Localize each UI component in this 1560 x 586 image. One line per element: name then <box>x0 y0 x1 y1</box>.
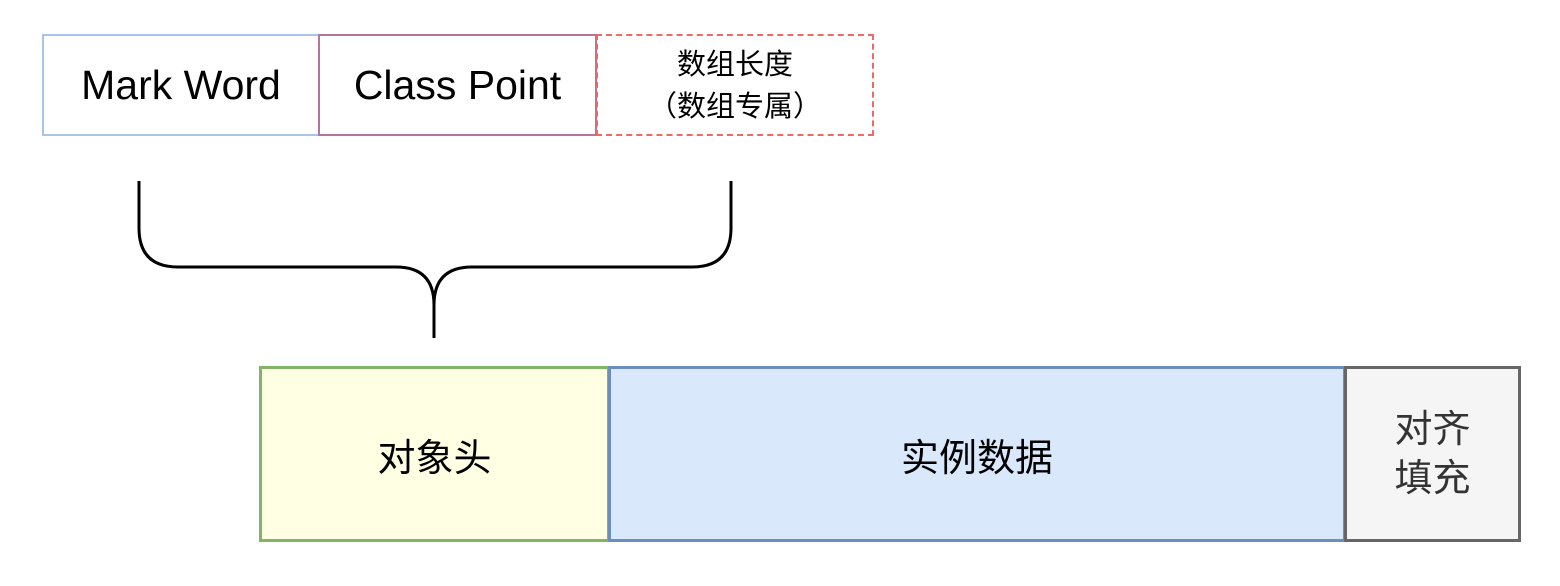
padding-label-line2: 填充 <box>1394 456 1471 500</box>
padding-text: 对齐 填充 <box>1394 405 1470 504</box>
padding-box: 对齐 填充 <box>1344 366 1521 542</box>
object-header-box: 对象头 <box>259 366 610 542</box>
class-point-box: Class Point <box>318 34 597 136</box>
instance-data-box: 实例数据 <box>608 366 1346 542</box>
array-length-label: 数组长度 <box>676 46 793 81</box>
array-only-note: （数组专属） <box>647 89 822 123</box>
brace-path <box>137 181 733 338</box>
class-point-label: Class Point <box>353 61 562 108</box>
padding-label-line1: 对齐 <box>1394 406 1471 451</box>
mark-word-label: Mark Word <box>81 61 281 108</box>
mark-word-box: Mark Word <box>42 34 320 136</box>
object-header-label: 对象头 <box>377 435 492 480</box>
instance-data-label: 实例数据 <box>900 435 1053 480</box>
array-length-box: 数组长度 （数组专属） <box>596 34 874 136</box>
array-length-text: 数组长度 （数组专属） <box>648 43 822 127</box>
